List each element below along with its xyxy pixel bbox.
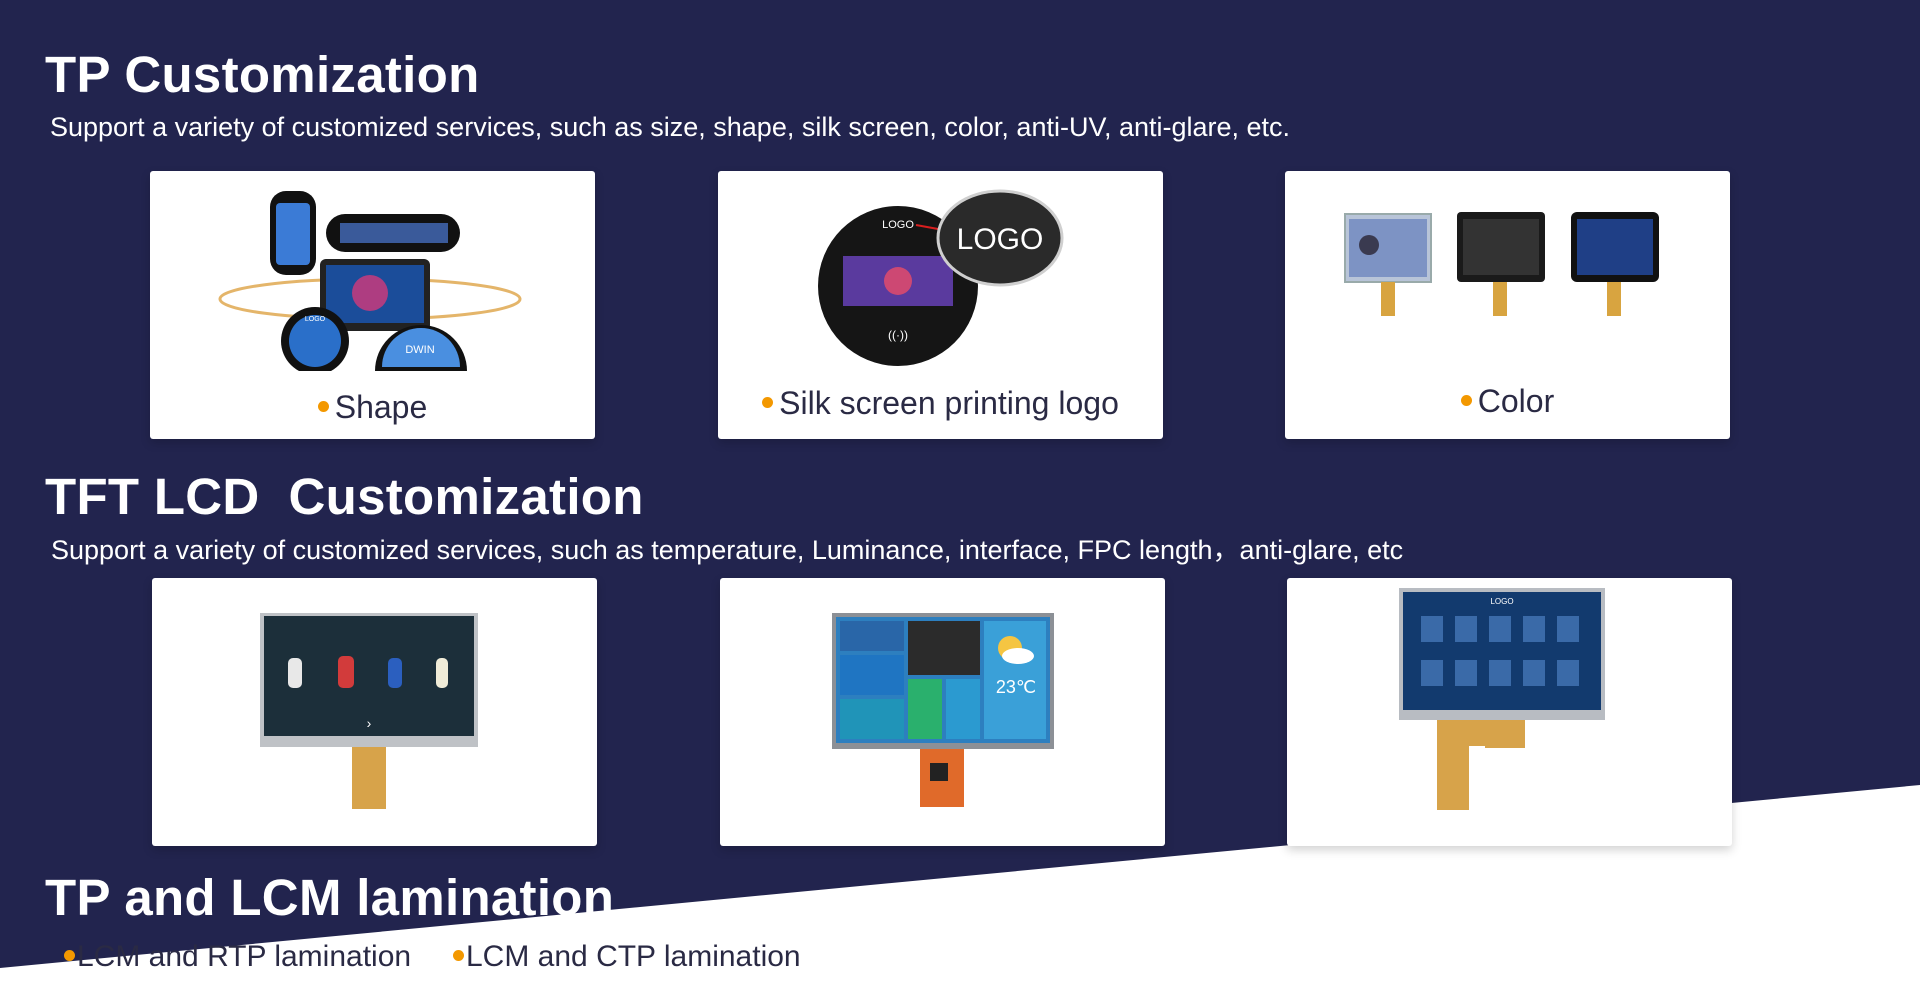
tft-lcd-logo-image: LOGO (1399, 588, 1605, 810)
card-tft-lcd-1: › (152, 578, 597, 846)
card-caption-color: Color (1285, 383, 1730, 420)
lcd-logo-text: LOGO (1490, 597, 1513, 606)
bullet-dot (317, 401, 329, 413)
card-tft-lcd-3: LOGO (1287, 578, 1732, 846)
shape-logo-text: LOGO (305, 316, 326, 323)
section-subtitle-tft-lcd-customization: Support a variety of customized services… (51, 535, 1404, 565)
card-silk-screen-logo: ((·)) LOGO LOGO Silk screen printing log… (718, 171, 1163, 439)
lamination-item-rtp: LCM and RTP lamination (64, 940, 411, 974)
section-title-tft-lcd-customization: TFT LCD Customization (45, 468, 644, 525)
lcd-temperature-text: 23℃ (996, 677, 1036, 697)
silk-large-logo-text: LOGO (957, 223, 1044, 256)
section-title-lamination: TP and LCM lamination (45, 869, 615, 926)
silk-screen-logo-image: ((·)) LOGO LOGO (818, 189, 1064, 366)
color-panels-image (1344, 212, 1659, 316)
bullet-dot (1460, 395, 1472, 407)
section-title-tp-customization: TP Customization (45, 46, 480, 103)
shape-dwin-text: DWIN (405, 344, 434, 356)
card-color: Color (1285, 171, 1730, 439)
bullet-dot (762, 397, 774, 409)
card-caption-silk-screen: Silk screen printing logo (718, 385, 1163, 422)
tft-lcd-bottles-image: › (260, 613, 478, 809)
shape-touch-panels-image: LOGO DWIN (218, 191, 522, 371)
card-caption-shape: Shape (150, 389, 595, 426)
section-subtitle-tp-customization: Support a variety of customized services… (50, 112, 1291, 142)
bullet-dot (64, 949, 75, 961)
svg-text:((·)): ((·)) (888, 328, 908, 342)
card-shape: LOGO DWIN Shape (150, 171, 595, 439)
tft-lcd-weather-image: 23℃ (832, 613, 1054, 807)
silk-small-logo-text: LOGO (882, 219, 914, 231)
svg-text:›: › (367, 715, 372, 731)
lamination-item-ctp: LCM and CTP lamination (453, 940, 801, 974)
card-tft-lcd-2: 23℃ (720, 578, 1165, 846)
bullet-dot (453, 949, 464, 961)
